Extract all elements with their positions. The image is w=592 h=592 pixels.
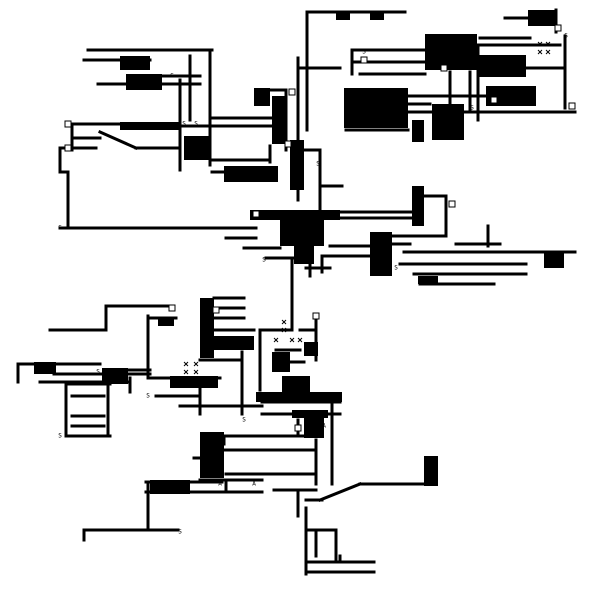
door-tile — [288, 88, 296, 96]
start-marker-4: S — [262, 257, 266, 264]
room-block — [224, 166, 278, 182]
start-marker-14: S — [470, 105, 474, 112]
marker-cross — [537, 41, 543, 47]
door-tile — [212, 306, 220, 314]
door-tile — [64, 144, 72, 152]
marker-cross — [183, 369, 189, 375]
room-block — [184, 136, 210, 160]
marker-cross — [183, 361, 189, 367]
door-tile — [312, 312, 320, 320]
marker-cross — [545, 49, 551, 55]
start-marker-18: S — [194, 121, 198, 128]
room-block — [120, 56, 150, 70]
door-tile — [568, 102, 576, 110]
room-block — [272, 352, 290, 372]
room-block — [304, 418, 324, 438]
room-block — [544, 252, 564, 268]
room-block — [214, 336, 254, 350]
room-block — [336, 12, 350, 20]
door-tile — [448, 200, 456, 208]
room-block — [34, 362, 56, 374]
door-tile — [64, 120, 72, 128]
room-block — [478, 55, 526, 77]
room-block — [200, 432, 224, 478]
room-block — [344, 88, 408, 128]
room-block — [200, 298, 214, 358]
door-tile — [284, 140, 292, 148]
room-block — [282, 376, 310, 396]
room-block — [412, 186, 424, 226]
room-block — [120, 122, 180, 130]
marker-cross — [273, 337, 279, 343]
room-block — [170, 376, 218, 388]
start-marker-2: S — [182, 121, 186, 128]
start-marker-1: S — [58, 225, 62, 232]
room-block — [432, 104, 464, 140]
door-tile — [554, 24, 562, 32]
start-marker-6: S — [96, 369, 100, 376]
start-marker-5: S — [394, 265, 398, 272]
marker-cross — [545, 41, 551, 47]
room-block — [412, 120, 424, 142]
room-block — [290, 140, 304, 190]
item-marker-3: A — [252, 481, 256, 488]
room-block — [280, 218, 324, 246]
room-block — [158, 318, 174, 326]
room-block — [304, 342, 318, 356]
start-marker-13: S — [362, 49, 366, 56]
start-marker-16: S — [316, 161, 320, 168]
room-block — [102, 368, 128, 384]
room-block — [272, 96, 286, 144]
room-block — [486, 86, 536, 106]
room-block — [256, 392, 342, 402]
start-marker-10: S — [314, 473, 318, 480]
marker-cross — [289, 337, 295, 343]
item-marker-1: A — [322, 423, 326, 430]
door-tile — [168, 304, 176, 312]
room-block — [250, 210, 340, 220]
door-tile — [360, 56, 368, 64]
room-block — [292, 410, 328, 418]
marker-cross — [281, 327, 287, 333]
room-block — [370, 12, 384, 20]
start-marker-8: S — [58, 433, 62, 440]
start-marker-9: S — [242, 417, 246, 424]
start-marker-3: S — [170, 73, 174, 80]
marker-cross — [281, 319, 287, 325]
room-block — [425, 34, 477, 70]
door-tile — [490, 96, 498, 104]
room-block — [254, 88, 270, 106]
marker-layer: S S S S S S S S S S S S S S S S S S A A A — [58, 24, 576, 536]
marker-cross — [297, 337, 303, 343]
corridor-segment — [318, 482, 362, 502]
marker-cross — [537, 49, 543, 55]
room-block — [126, 74, 162, 90]
marker-cross — [193, 369, 199, 375]
corridor-segment — [98, 130, 138, 150]
start-marker-15: S — [564, 33, 568, 40]
room-block — [370, 232, 392, 276]
wall-layer — [16, 8, 577, 576]
room-block — [418, 276, 438, 284]
door-tile — [252, 210, 260, 218]
start-marker-12: S — [372, 105, 376, 112]
item-marker-2: A — [218, 481, 222, 488]
start-marker-7: S — [146, 393, 150, 400]
room-block — [424, 456, 438, 486]
start-marker-11: S — [178, 529, 182, 536]
door-tile — [440, 64, 448, 72]
door-tile — [294, 424, 302, 432]
marker-cross — [193, 361, 199, 367]
start-marker-17: S — [304, 211, 308, 218]
